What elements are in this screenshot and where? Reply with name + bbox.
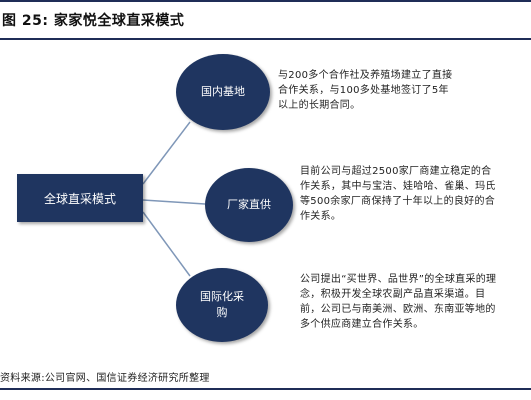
- direct-sourcing-diagram: 全球直采模式 国内基地 与200多个合作社及养殖场建立了直接合作关系，与100多…: [0, 40, 531, 366]
- connector-line-middle: [142, 199, 206, 205]
- branch-node-domestic-base: 国内基地: [176, 54, 270, 130]
- branch-node-label: 国际化采购: [200, 290, 244, 319]
- connector-line-top: [142, 121, 191, 185]
- figure-title-bar: 图 25: 家家悦全球直采模式: [0, 0, 531, 40]
- center-node-label: 全球直采模式: [43, 191, 116, 206]
- connector-line-bottom: [142, 211, 191, 277]
- branch-description-international-purchasing: 公司提出“买世界、品世界”的全球直采的理念，积极开发全球农副产品直采渠道。目前，…: [300, 274, 497, 330]
- connector-lines: [142, 121, 206, 277]
- branch-node-manufacturer-supply: 厂家直供: [205, 168, 293, 242]
- center-node: 全球直采模式: [17, 174, 143, 222]
- branch-node-international-purchasing: 国际化采购: [176, 268, 268, 342]
- branch-description-domestic-base: 与200多个合作社及养殖场建立了直接合作关系，与100多处基地签订了5年以上的长…: [278, 70, 453, 111]
- figure-title: 图 25: 家家悦全球直采模式: [2, 13, 185, 29]
- branch-description-manufacturer-supply: 目前公司与超过2500家厂商建立稳定的合作关系，其中与宝洁、娃哈哈、雀巢、玛氏等…: [300, 166, 496, 222]
- source-note: 资料来源:公司官网、国信证券经济研究所整理: [0, 373, 210, 384]
- branch-node-label: 厂家直供: [227, 198, 271, 211]
- branch-node-label: 国内基地: [201, 85, 245, 98]
- bottom-rule: [0, 388, 531, 390]
